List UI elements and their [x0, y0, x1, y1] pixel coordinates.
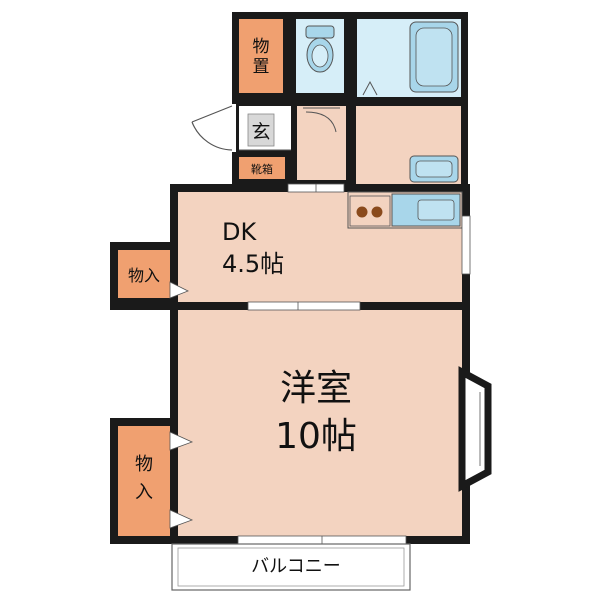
toilet-room	[290, 12, 350, 100]
bath-room	[350, 12, 468, 106]
western-room-label-line2: 10帖	[275, 416, 357, 457]
western-room-label-line1: 洋室	[280, 368, 352, 409]
toilet-icon	[305, 25, 335, 73]
western-room: 洋室 10帖	[170, 301, 492, 545]
storage-room-top: 物 置	[232, 12, 290, 100]
shoe-box	[239, 157, 285, 179]
dk-label-line1: DK	[222, 218, 257, 246]
storage-label-line2: 置	[253, 57, 270, 77]
entrance-label: 玄	[251, 121, 270, 143]
bathtub-icon	[409, 21, 459, 93]
door-swing-icon	[362, 80, 378, 96]
closet-western-label-line1: 物	[135, 454, 153, 475]
balcony-label: バルコニー	[251, 556, 341, 577]
front-door[interactable]	[191, 104, 236, 152]
door-swing-icon	[305, 111, 337, 133]
washroom	[346, 100, 468, 190]
kitchen-sink-icon	[391, 193, 461, 227]
bay-window	[458, 366, 492, 492]
washbasin-icon	[409, 155, 459, 183]
door-swing-icon	[191, 121, 233, 151]
closet-dk: 物入	[110, 242, 189, 310]
closet-western-label-line2: 入	[135, 482, 153, 503]
hallway	[297, 106, 346, 180]
storage-label-line1: 物	[253, 37, 270, 57]
closet-dk-label: 物入	[128, 266, 160, 285]
dk-label-line2: 4.5帖	[222, 250, 284, 278]
closet-western: 物 入	[110, 418, 194, 544]
balcony: バルコニー	[171, 543, 411, 591]
entrance-block: 玄 靴箱	[232, 100, 352, 186]
dining-kitchen: DK 4.5帖	[170, 183, 471, 310]
shoe-box-label: 靴箱	[251, 162, 273, 176]
stove-icon	[349, 195, 391, 227]
window	[461, 215, 471, 275]
